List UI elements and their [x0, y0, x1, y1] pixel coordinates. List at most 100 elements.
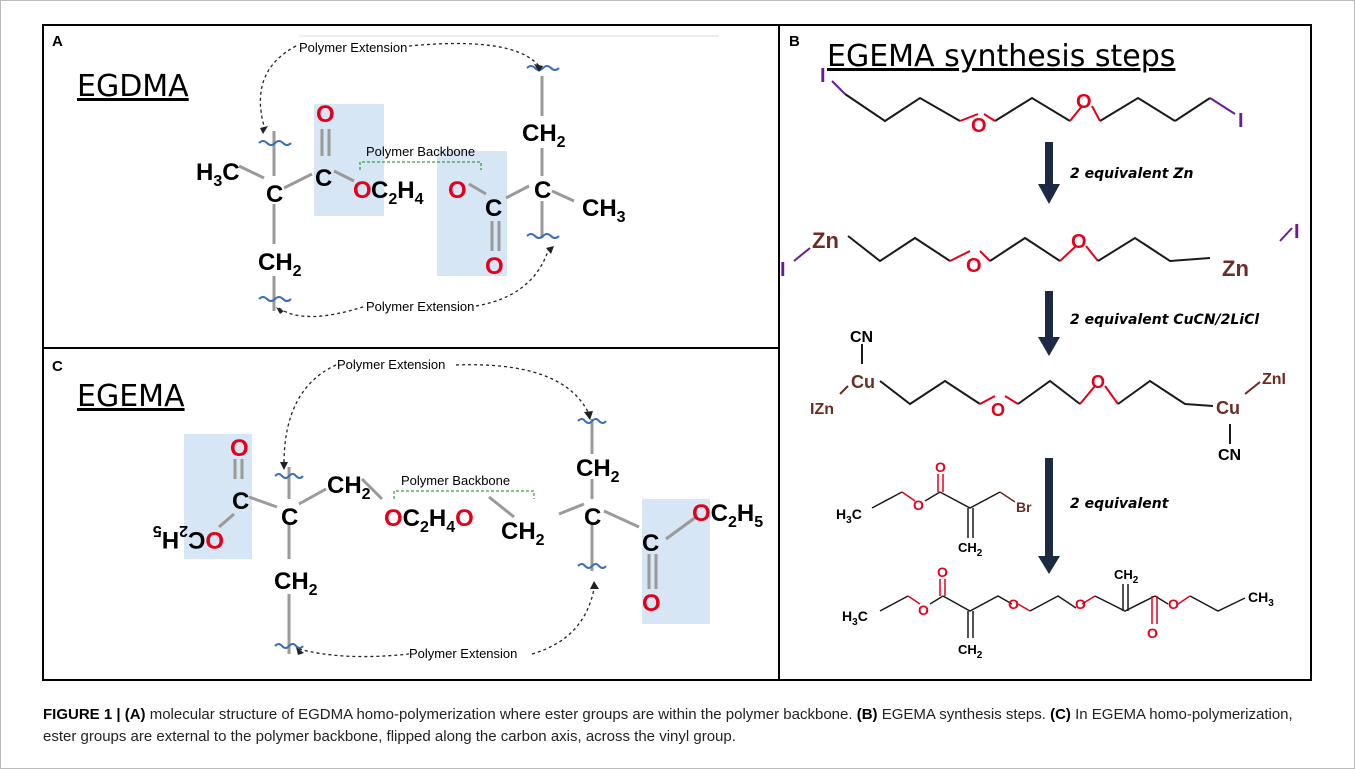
atom-o-product-4: O — [1075, 596, 1086, 612]
atom-cn-bottom: CN — [1218, 447, 1241, 464]
egdma-structure: A EGDMA — [52, 33, 719, 318]
molecule-1 — [831, 80, 1236, 123]
panel-a-egdma: A EGDMA — [42, 24, 779, 349]
atom-br: Br — [1016, 499, 1032, 515]
atom-o-top-c: O — [230, 435, 249, 462]
panel-b-synthesis: B EGEMA synthesis steps I O O I 2 equiva… — [778, 24, 1312, 681]
atom-ch2-top-c: CH2 — [576, 455, 620, 486]
panel-c-egema: C EGEMA — [42, 347, 779, 681]
polymer-extension-label-top-c: Polymer Extension — [337, 357, 445, 372]
molecule-3 — [839, 344, 1261, 444]
polymer-backbone-label-c: Polymer Backbone — [401, 473, 510, 488]
reagent-step-1: 2 equivalent Zn — [1070, 166, 1193, 182]
caption-prefix: FIGURE 1 | — [43, 706, 121, 723]
panel-letter-a: A — [52, 33, 63, 50]
atom-o-bottom-c: O — [642, 590, 661, 617]
wavy-ends-a — [258, 65, 560, 302]
atom-h3c: H3C — [196, 159, 240, 190]
bonds-a — [238, 76, 575, 311]
ester-highlight-left — [314, 104, 384, 216]
panel-title-synthesis: EGEMA synthesis steps — [827, 39, 1175, 74]
atom-i-left-1: I — [820, 65, 826, 87]
atom-izn: IZn — [810, 401, 834, 418]
atom-i-right-2: I — [1294, 221, 1300, 243]
wavy-ends-c — [274, 418, 607, 649]
polymer-extension-label-bottom-c: Polymer Extension — [409, 646, 517, 661]
polymer-extension-label-bottom: Polymer Extension — [366, 299, 474, 314]
atom-ch3: CH3 — [582, 195, 626, 226]
atom-oc2h5-left-flipped: OC2H5 — [153, 522, 224, 553]
ester-highlight-right — [437, 151, 507, 276]
reaction-arrow-1 — [1038, 142, 1060, 204]
panel-title-egdma: EGDMA — [77, 69, 189, 104]
ester-highlight-left-c — [184, 434, 252, 559]
atom-ch2-left: CH2 — [327, 472, 371, 503]
panel-letter-b: B — [789, 33, 800, 50]
atom-o-right: O — [448, 177, 467, 204]
atom-oc2h4o: OC2H4O — [384, 505, 474, 536]
atom-o-reagent-carbonyl: O — [935, 459, 946, 475]
extension-arrows-c — [283, 364, 595, 658]
atom-o-1a: O — [971, 115, 987, 137]
atom-c2: C — [315, 165, 332, 192]
polymer-backbone-label-a: Polymer Backbone — [366, 144, 475, 159]
atom-o-product-1: O — [918, 602, 929, 618]
atom-c-ester-right: C — [642, 530, 659, 557]
atom-o-product-5: O — [1168, 596, 1179, 612]
atom-i-left-2: I — [780, 259, 786, 281]
atom-zn-left-2: Zn — [812, 228, 839, 253]
atom-c3: C — [485, 195, 502, 222]
atom-o-reagent-ester: O — [913, 497, 924, 513]
egema-structure: C EGEMA — [52, 357, 763, 661]
reaction-arrow-3 — [1038, 458, 1060, 574]
panel-letter-c: C — [52, 358, 63, 375]
atom-ch3-product: CH3 — [1248, 589, 1274, 609]
figure-caption: FIGURE 1 | (A) molecular structure of EG… — [43, 704, 1313, 748]
bonds-c — [218, 419, 697, 654]
atom-cu-right: Cu — [1216, 398, 1240, 418]
atom-oc2h5-right: OC2H5 — [692, 500, 763, 531]
atom-i-right-1: I — [1238, 110, 1244, 132]
extension-arrowheads-c — [280, 411, 599, 655]
molecule-product — [879, 579, 1246, 638]
caption-a-label: (A) — [124, 706, 146, 723]
reagent-step-3: 2 equivalent — [1070, 496, 1170, 512]
molecule-reagent — [871, 474, 1016, 538]
atom-o-top: O — [316, 101, 335, 128]
atom-o-1b: O — [1076, 91, 1092, 113]
atom-h3c-product: H3C — [842, 608, 868, 628]
polymer-extension-label-top: Polymer Extension — [299, 40, 407, 55]
atom-o-bottom: O — [485, 253, 504, 280]
reaction-arrow-2 — [1038, 291, 1060, 356]
atom-o-product-6: O — [1147, 625, 1158, 641]
atom-ch2-bottom: CH2 — [258, 249, 302, 280]
atom-h3c-reagent: H3C — [836, 506, 862, 526]
atom-o-3a: O — [991, 400, 1005, 420]
atom-ch2-middle: CH2 — [501, 518, 545, 549]
panel-title-egema: EGEMA — [77, 379, 185, 414]
atom-o-2a: O — [966, 255, 982, 277]
atom-c2h4: C2H4 — [371, 177, 424, 208]
atom-cu-left: Cu — [851, 372, 875, 392]
ester-highlight-right-c — [642, 499, 710, 624]
atom-o-3b: O — [1091, 372, 1105, 392]
backbone-bracket-c — [393, 490, 535, 499]
reagent-step-2: 2 equivalent CuCN/2LiCl — [1070, 312, 1259, 328]
atom-ch2-bottom-c: CH2 — [274, 568, 318, 599]
atom-ch2-product-top: CH2 — [1114, 567, 1139, 586]
svg-text:OC2H5: OC2H5 — [153, 522, 224, 553]
atom-o-product-3: O — [1008, 596, 1019, 612]
atom-zn-right-2: Zn — [1222, 256, 1249, 281]
atom-c4: C — [534, 177, 551, 204]
atom-ch2-reagent: CH2 — [958, 540, 983, 559]
atom-c-ester-left: C — [232, 488, 249, 515]
backbone-bracket-a — [359, 161, 482, 170]
caption-c-text: In EGEMA homo-polymerization, ester grou… — [43, 706, 1293, 745]
caption-b-text: EGEMA synthesis steps. — [877, 706, 1051, 723]
extension-arrowheads-a — [260, 64, 554, 314]
atom-ch2-top: CH2 — [522, 120, 566, 151]
extension-arrows-a — [259, 42, 550, 318]
caption-b-label: (B) — [856, 706, 878, 723]
atom-zni: ZnI — [1262, 371, 1286, 388]
atom-c-center-right: C — [584, 504, 601, 531]
